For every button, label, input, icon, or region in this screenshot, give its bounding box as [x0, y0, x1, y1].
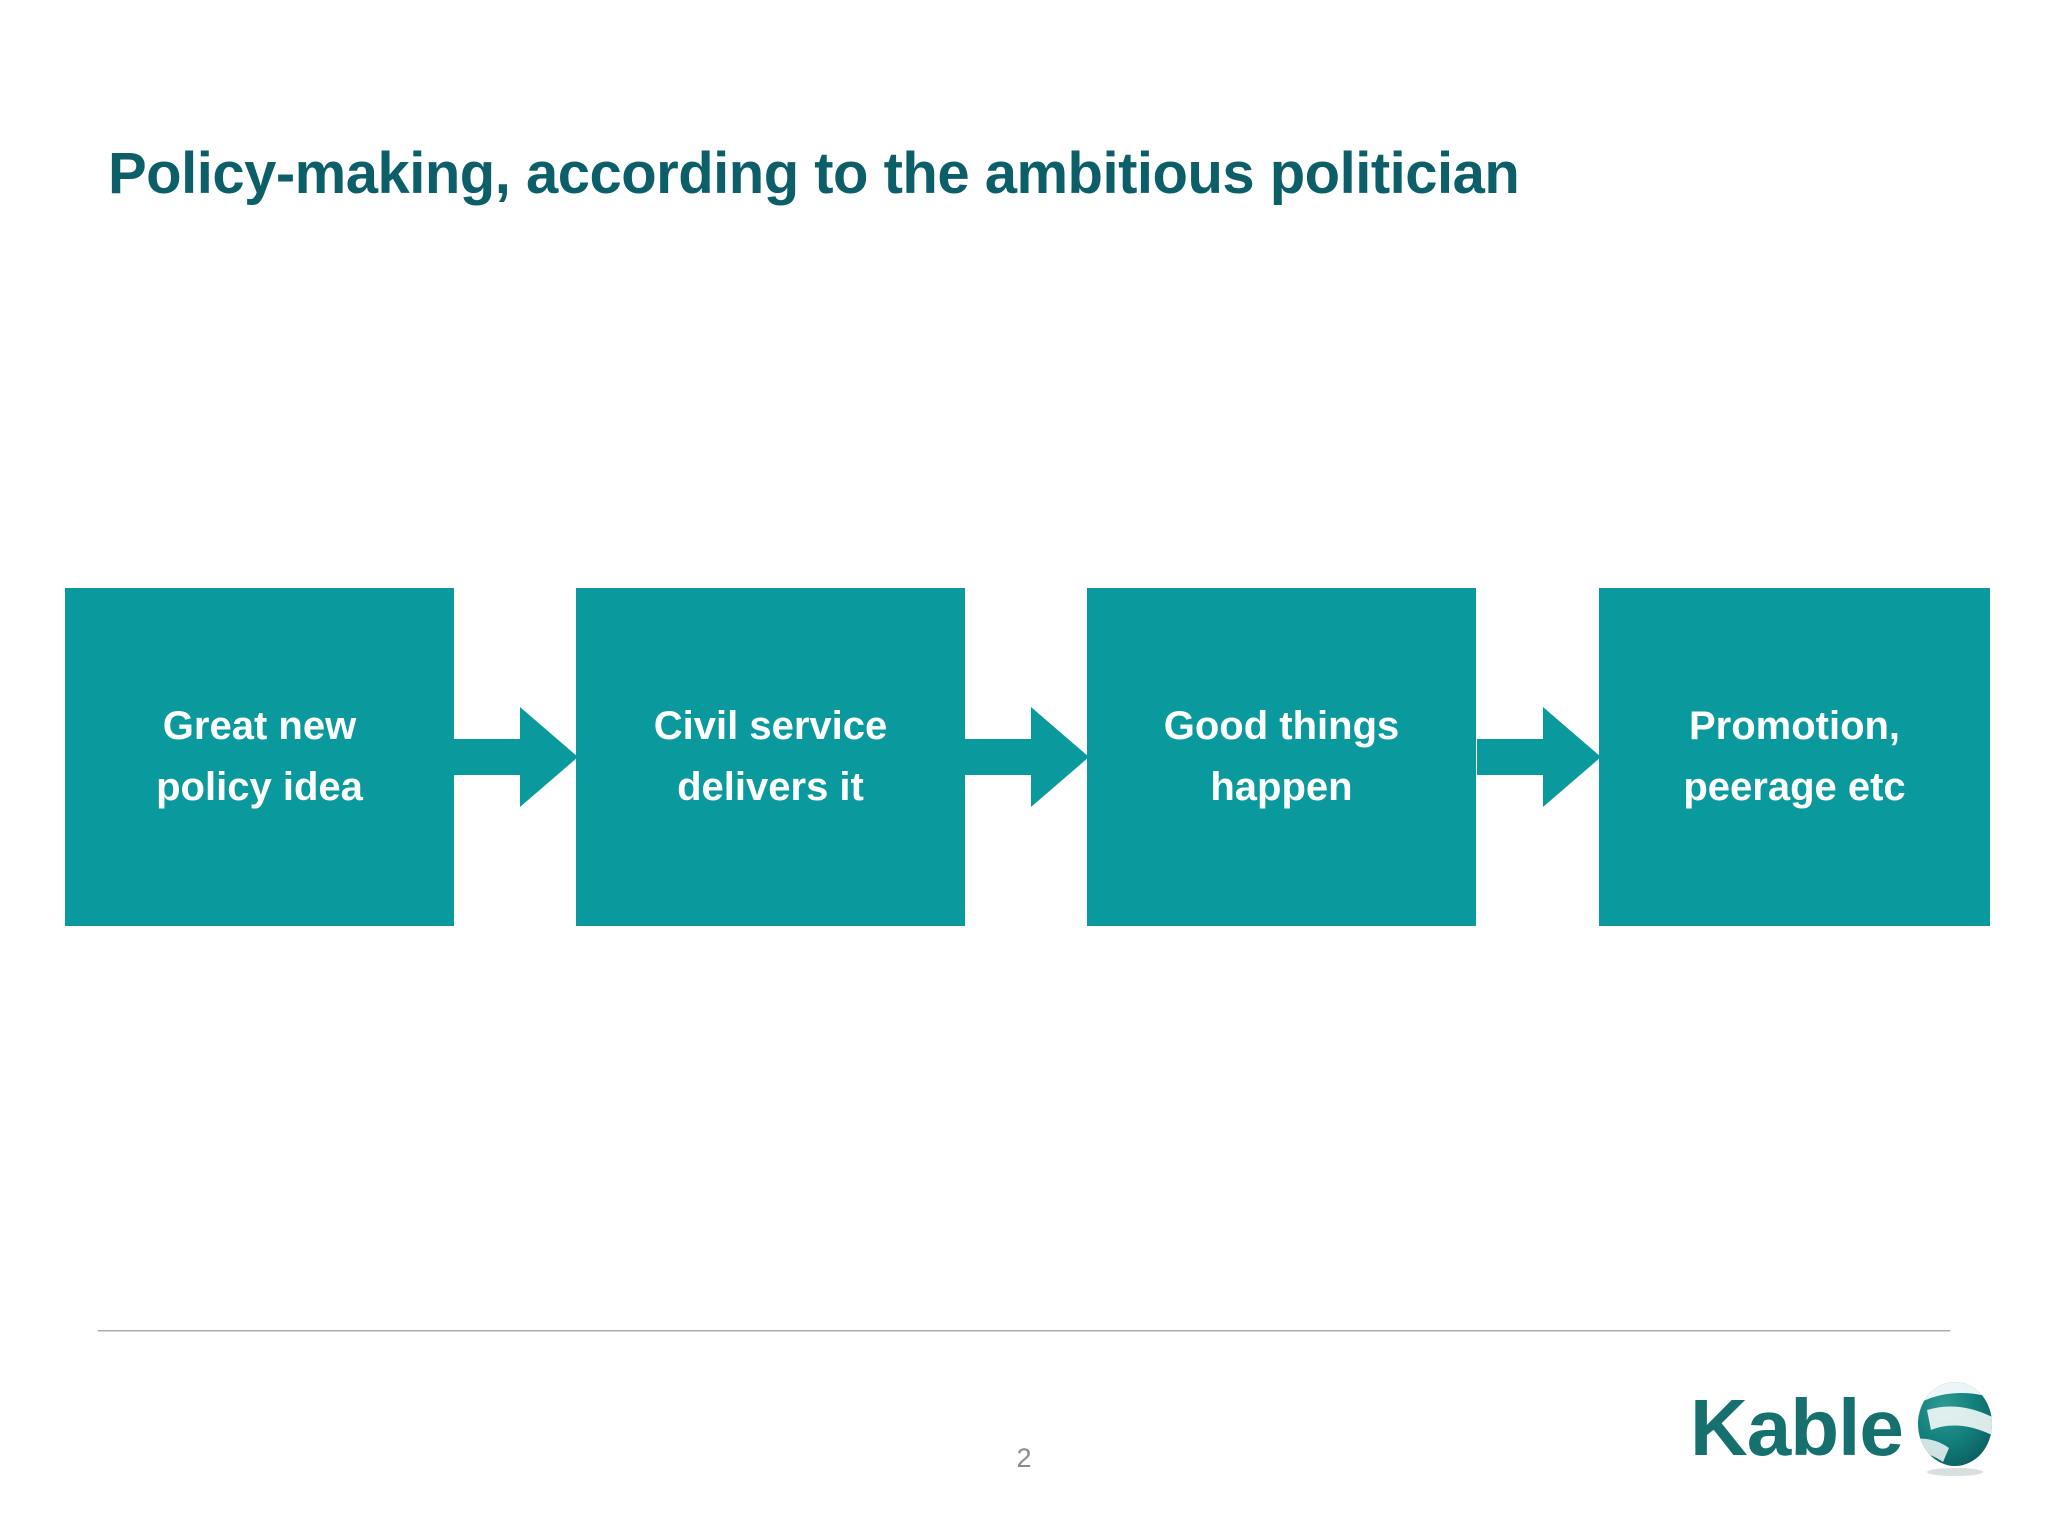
flow-step-3-label: Good things happen [1163, 704, 1400, 809]
kable-logo: Kable [1690, 1380, 2001, 1476]
footer-divider [98, 1330, 1950, 1332]
flow-step-4[interactable]: Promotion, peerage etc [1599, 588, 1990, 926]
flow-step-1[interactable]: Great new policy idea [65, 588, 454, 926]
arrow-right-icon-3 [1477, 707, 1601, 807]
process-flow-diagram: Great new policy idea Civil service deli… [0, 588, 2048, 926]
flow-step-2-label: Civil service delivers it [653, 704, 888, 809]
logo-wordmark: Kable [1690, 1383, 1904, 1472]
flow-step-3[interactable]: Good things happen [1087, 588, 1476, 926]
flow-step-4-label: Promotion, peerage etc [1683, 704, 1906, 809]
globe-icon [1909, 1380, 2001, 1476]
flow-step-2[interactable]: Civil service delivers it [576, 588, 965, 926]
page-number: 2 [1016, 1443, 1032, 1473]
page-title: Policy-making, according to the ambitiou… [108, 141, 1520, 206]
arrow-right-icon-2 [965, 707, 1089, 807]
arrow-right-icon-1 [454, 707, 578, 807]
flow-step-1-label: Great new policy idea [156, 704, 363, 809]
